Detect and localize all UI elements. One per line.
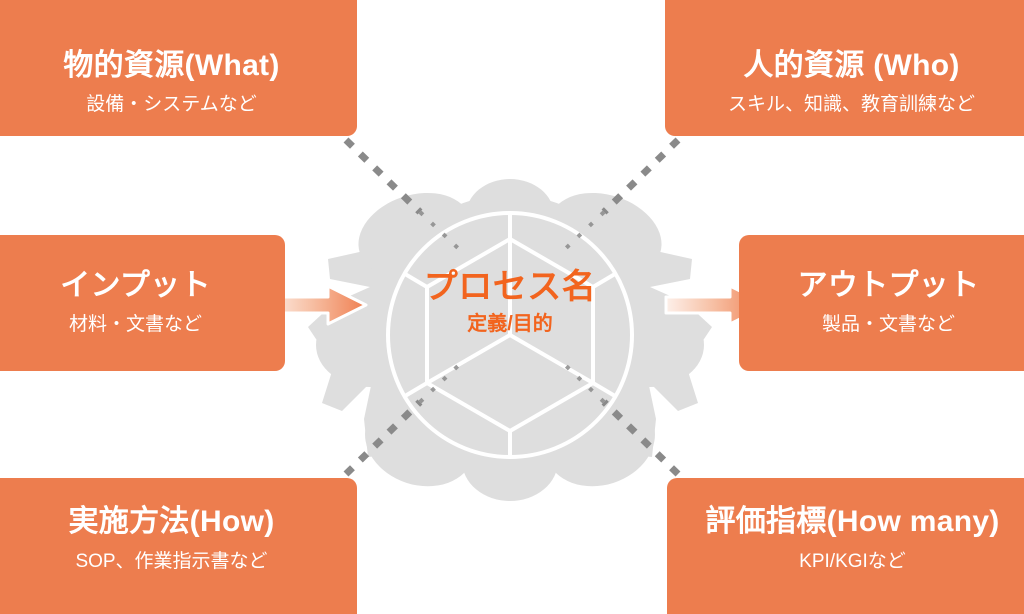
box-physical-resources[interactable]: 物的資源(What) 設備・システムなど [0, 0, 357, 136]
box-title: 評価指標(How many) [705, 505, 1000, 538]
center-gear-graphic [308, 179, 712, 501]
center-ring [386, 211, 634, 459]
how-connector [343, 399, 423, 477]
box-subtitle: 設備・システムなど [86, 94, 257, 116]
box-subtitle: KPI/KGIなど [799, 550, 906, 572]
center-label-group: プロセス名 定義/目的 [392, 268, 628, 336]
box-subtitle: 材料・文書など [68, 314, 202, 336]
who-connector-inner [560, 210, 606, 254]
what-connector-inner [418, 210, 464, 254]
hexagon-cube-pattern [398, 213, 622, 457]
what-connector [343, 137, 423, 215]
box-title: アウトプット [797, 268, 980, 302]
box-method[interactable]: 実施方法(How) SOP、作業指示書など [0, 478, 357, 614]
process-name: プロセス名 [423, 268, 597, 306]
box-title: インプット [60, 268, 211, 302]
box-subtitle: スキル、知識、教育訓練など [727, 94, 975, 116]
box-title: 実施方法(How) [68, 505, 275, 538]
box-human-resources[interactable]: 人的資源 (Who) スキル、知識、教育訓練など [665, 0, 1024, 136]
how-connector-inner [418, 360, 464, 404]
process-purpose: 定義/目的 [467, 313, 553, 336]
box-subtitle: SOP、作業指示書など [75, 550, 268, 572]
howmany-connector-inner [560, 360, 606, 404]
box-title: 物的資源(What) [63, 48, 280, 82]
box-title: 人的資源 (Who) [743, 48, 960, 82]
box-input[interactable]: インプット 材料・文書など [0, 235, 285, 371]
who-connector [601, 137, 681, 215]
box-output[interactable]: アウトプット 製品・文書など [739, 235, 1024, 371]
gear-body [308, 183, 712, 487]
gear-lobes [316, 179, 704, 501]
box-metrics[interactable]: 評価指標(How many) KPI/KGIなど [667, 478, 1024, 614]
box-subtitle: 製品・文書など [821, 314, 955, 336]
howmany-connector [601, 399, 681, 477]
